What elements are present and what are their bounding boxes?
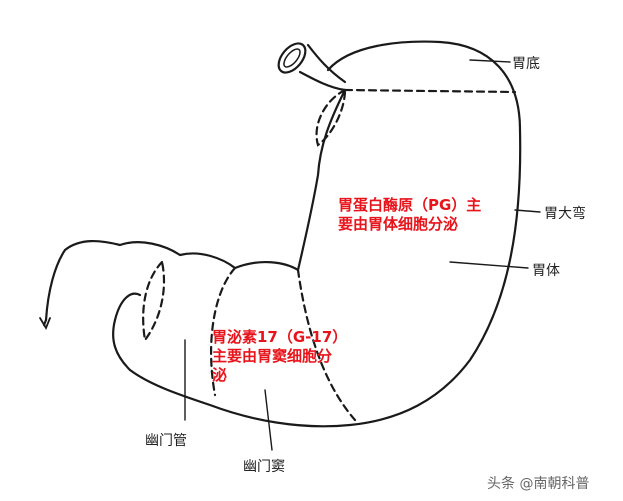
watermark: 头条 @南朝科普 <box>487 476 590 492</box>
region-dividers <box>142 88 517 422</box>
leader-lines <box>184 59 541 451</box>
label-pyloric-antrum: 幽门窦 <box>243 459 285 475</box>
greater-curvature-outline <box>112 40 522 428</box>
g17-line-2: 主要由胃窦细胞分 <box>212 347 333 365</box>
label-fundus: 胃底 <box>512 56 540 72</box>
g17-annotation: 胃泌素17（G-17） 主要由胃窦细胞分 泌 <box>212 328 347 385</box>
g17-line-3: 泌 <box>212 366 228 384</box>
esophagus <box>298 43 347 92</box>
esophagus-opening <box>277 42 307 74</box>
g17-line-1: 胃泌素17（G-17） <box>212 328 348 346</box>
pg-line-2: 要由胃体细胞分泌 <box>338 215 459 233</box>
lesser-curvature-outline <box>44 88 347 322</box>
label-body: 胃体 <box>532 263 560 279</box>
label-greater-curvature: 胃大弯 <box>544 206 586 222</box>
label-pyloric-canal: 幽门管 <box>145 433 187 449</box>
pg-annotation: 胃蛋白酶原（PG）主 要由胃体细胞分泌 <box>338 196 481 234</box>
pg-line-1: 胃蛋白酶原（PG）主 <box>338 196 482 214</box>
